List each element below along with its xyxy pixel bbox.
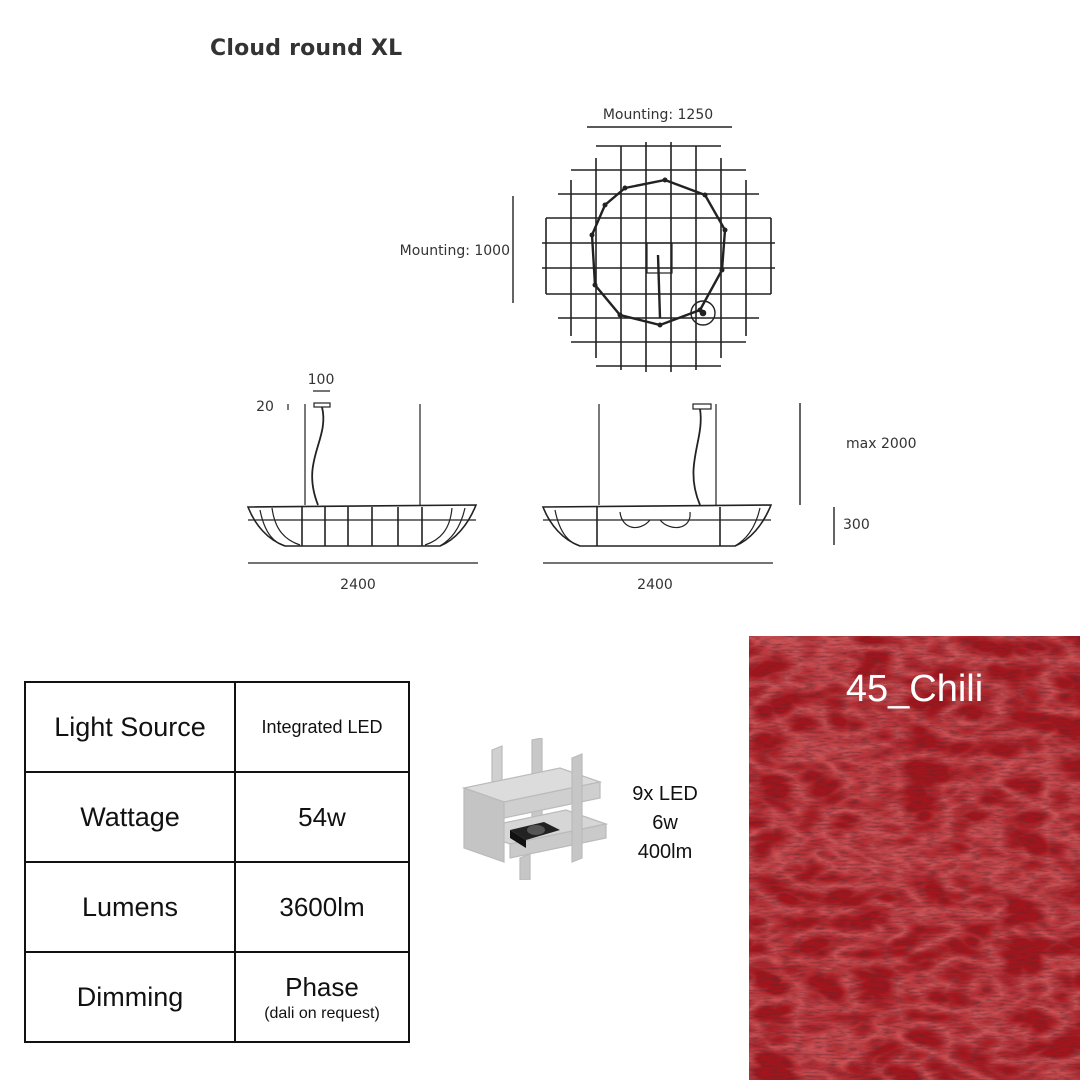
led-count: 9x LED bbox=[632, 783, 698, 805]
spec-label: Light Source bbox=[24, 681, 236, 773]
mounting-width-label: Mounting: 1250 bbox=[603, 107, 713, 123]
spec-label: Dimming bbox=[24, 951, 236, 1043]
spec-value-cell: Phase (dali on request) bbox=[234, 951, 410, 1043]
spec-value: 3600lm bbox=[234, 861, 410, 953]
led-lumens: 400lm bbox=[637, 841, 693, 863]
product-title: Cloud round XL bbox=[210, 36, 403, 61]
led-module-illustration bbox=[461, 738, 609, 880]
side-view bbox=[541, 403, 835, 564]
led-module-specs: 9x LED 6w 400lm bbox=[620, 780, 710, 867]
front-width-label: 2400 bbox=[340, 577, 376, 593]
mounting-depth-label: Mounting: 1000 bbox=[400, 243, 510, 259]
finish-swatch: 45_Chili bbox=[749, 636, 1080, 1080]
table-row: Dimming Phase (dali on request) bbox=[24, 951, 410, 1043]
side-width-label: 2400 bbox=[637, 577, 673, 593]
table-row: Lumens 3600lm bbox=[24, 861, 410, 953]
front-view bbox=[246, 390, 478, 564]
max-drop-label: max 2000 bbox=[846, 436, 917, 452]
table-row: Wattage 54w bbox=[24, 771, 410, 863]
table-row: Light Source Integrated LED bbox=[24, 681, 410, 773]
top-view bbox=[512, 126, 775, 372]
canopy-height-label: 20 bbox=[256, 399, 274, 415]
canopy-width-label: 100 bbox=[308, 372, 335, 388]
felt-texture bbox=[749, 636, 1080, 1080]
led-power: 6w bbox=[652, 812, 678, 834]
spec-label: Wattage bbox=[24, 771, 236, 863]
spec-note: (dali on request) bbox=[264, 1004, 380, 1022]
spec-label: Lumens bbox=[24, 861, 236, 953]
spec-value: Integrated LED bbox=[234, 681, 410, 773]
finish-label: 45_Chili bbox=[845, 668, 984, 710]
spec-table: Light Source Integrated LED Wattage 54w … bbox=[24, 681, 410, 1043]
shade-height-label: 300 bbox=[843, 517, 870, 533]
spec-value: 54w bbox=[234, 771, 410, 863]
technical-drawing: Mounting: 1250 Mounting: 1000 100 20 240… bbox=[246, 107, 917, 593]
spec-value: Phase bbox=[285, 971, 359, 1002]
